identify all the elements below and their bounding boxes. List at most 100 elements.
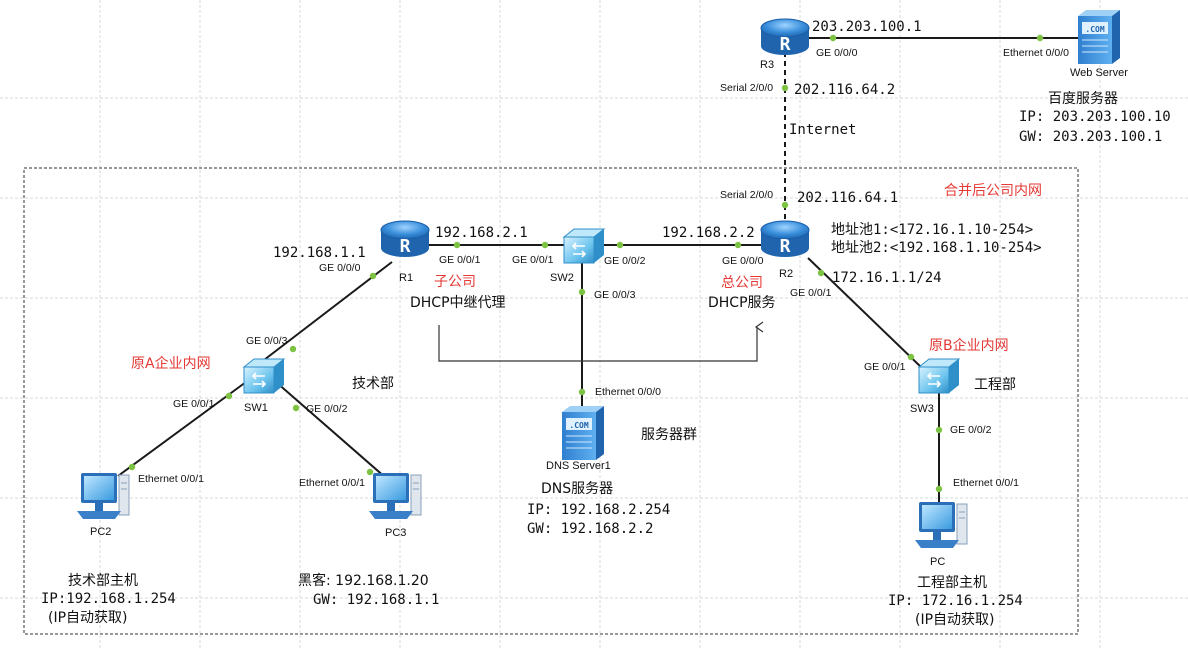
device-label-web: Web Server (1070, 67, 1128, 79)
router-r2-icon[interactable]: R (760, 220, 810, 257)
svg-text:R: R (780, 236, 791, 257)
hacker-ip: 黑客: 192.168.1.20 (298, 572, 429, 589)
port-label: Serial 2/0/0 (720, 82, 773, 94)
port-label: Ethernet 0/0/0 (595, 386, 661, 398)
port-label: Ethernet 0/0/1 (299, 477, 365, 489)
port-dot (578, 388, 586, 396)
device-label-sw1: SW1 (244, 402, 268, 414)
svg-text:R: R (400, 236, 411, 257)
port-label: GE 0/0/0 (722, 255, 764, 267)
svg-text:.COM: .COM (569, 421, 588, 430)
links (117, 37, 1092, 503)
tech-dept-label: 技术部 (352, 376, 394, 392)
port-dot (453, 241, 461, 249)
merged-intranet-label: 合并后公司内网 (944, 183, 1042, 199)
switch-sw2-icon[interactable] (562, 228, 606, 264)
ip-label: 172.16.1.1/24 (832, 270, 942, 286)
orig-a-intranet-label: 原A企业内网 (131, 355, 211, 372)
port-dots (128, 34, 1044, 493)
dhcp-relay-arrow (438, 325, 757, 362)
port-label: GE 0/0/0 (319, 262, 361, 274)
switch-sw1-icon[interactable] (242, 358, 286, 394)
ip-label: 192.168.2.1 (435, 225, 528, 241)
port-dot (578, 288, 586, 296)
ip-label: 203.203.100.1 (812, 19, 922, 35)
port-label: GE 0/0/0 (816, 47, 858, 59)
port-label: GE 0/0/1 (864, 361, 906, 373)
device-label-sw2: SW2 (550, 272, 574, 284)
port-dot (289, 345, 297, 353)
port-dot (829, 34, 837, 42)
device-label-pc2: PC2 (90, 526, 111, 538)
tech-host-title: 技术部主机 (68, 573, 138, 589)
svg-text:R: R (780, 34, 791, 55)
eng-host-mode: (IP自动获取) (915, 612, 995, 628)
port-label: GE 0/0/3 (594, 289, 636, 301)
port-label: GE 0/0/1 (512, 254, 554, 266)
link-sw1-pc3 (275, 381, 387, 479)
port-label: Ethernet 0/0/1 (138, 473, 204, 485)
hq-label: 总公司 (721, 275, 763, 291)
ip-label: 192.168.2.2 (662, 225, 755, 241)
port-label: Ethernet 0/0/1 (953, 477, 1019, 489)
tech-host-ip: IP:192.168.1.254 (41, 591, 176, 607)
port-label: GE 0/0/2 (950, 424, 992, 436)
baidu-server-gw: GW: 203.203.100.1 (1019, 129, 1162, 145)
port-dot (817, 269, 825, 277)
port-dot (616, 241, 624, 249)
port-dot (366, 468, 374, 476)
dhcp-service-label: DHCP服务 (708, 295, 776, 311)
port-label: Ethernet 0/0/0 (1003, 47, 1069, 59)
web-server-icon[interactable]: .COM (1078, 10, 1120, 64)
internet-label: Internet (789, 122, 856, 138)
pc2-icon[interactable] (77, 473, 130, 519)
port-dot (907, 353, 915, 361)
router-r1-icon[interactable]: R (380, 220, 430, 257)
pc3-icon[interactable] (369, 473, 422, 519)
dns-server-icon[interactable]: .COM (562, 406, 604, 460)
port-dot (292, 404, 300, 412)
switch-sw3-icon[interactable] (917, 358, 961, 394)
port-dot (128, 463, 136, 471)
ip-label: 202.116.64.1 (797, 190, 898, 206)
link-r2-sw3 (807, 257, 923, 369)
ip-label: 202.116.64.2 (794, 82, 895, 98)
pc-icon[interactable] (915, 502, 968, 548)
dns-server-gw: GW: 192.168.2.2 (527, 521, 653, 537)
eng-host-ip: IP: 172.16.1.254 (888, 593, 1023, 609)
port-dot (541, 241, 549, 249)
port-dot (781, 201, 789, 209)
baidu-server-ip: IP: 203.203.100.10 (1019, 109, 1171, 125)
port-label: GE 0/0/1 (790, 287, 832, 299)
device-label-r2: R2 (779, 268, 793, 280)
router-r3-icon[interactable]: R (760, 18, 810, 55)
server-group-label: 服务器群 (641, 427, 697, 443)
device-label-sw3: SW3 (910, 403, 934, 415)
port-dot (1036, 34, 1044, 42)
eng-dept-label: 工程部 (974, 377, 1016, 393)
port-dot (225, 392, 233, 400)
link-sw1-pc2 (117, 381, 247, 477)
port-dot (781, 84, 789, 92)
intranet-boundary (23, 167, 1079, 635)
port-label: Serial 2/0/0 (720, 189, 773, 201)
port-dot (935, 485, 943, 493)
device-label-r1: R1 (399, 272, 413, 284)
address-pool-1: 地址池1:<172.16.1.10-254> (831, 222, 1033, 238)
eng-host-title: 工程部主机 (917, 575, 987, 591)
baidu-server-title: 百度服务器 (1048, 91, 1118, 107)
port-label: GE 0/0/1 (173, 398, 215, 410)
device-label-dns: DNS Server1 (546, 460, 611, 472)
subsidiary-label: 子公司 (434, 274, 476, 290)
address-pool-2: 地址池2:<192.168.1.10-254> (831, 240, 1042, 256)
orig-b-intranet-label: 原B企业内网 (929, 337, 1009, 354)
device-label-pc3: PC3 (385, 527, 406, 539)
dhcp-relay-label: DHCP中继代理 (410, 295, 506, 311)
port-label: GE 0/0/3 (246, 335, 288, 347)
port-label: GE 0/0/1 (439, 254, 481, 266)
port-label: GE 0/0/2 (604, 255, 646, 267)
device-label-pc: PC (930, 556, 945, 568)
dns-server-ip: IP: 192.168.2.254 (527, 502, 670, 518)
